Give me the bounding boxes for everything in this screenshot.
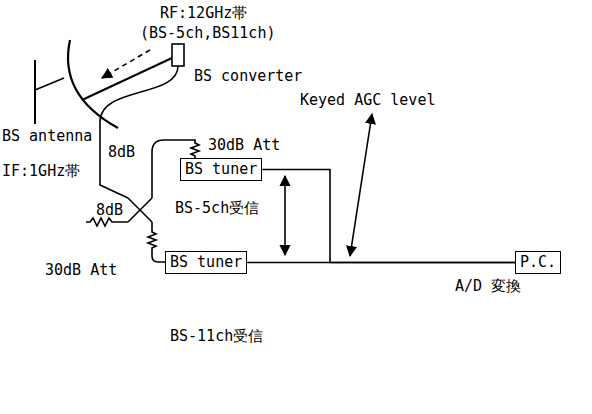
level-arrow: [284, 176, 286, 255]
signal-wire: [262, 170, 515, 263]
box-text: BS tuner: [170, 254, 242, 271]
converter-label: A/D 変換: [455, 278, 521, 295]
box-text: BS tuner: [185, 161, 257, 178]
antenna-dish: [68, 40, 118, 128]
antenna-pole: [34, 60, 36, 124]
coupling-label: 8dB: [96, 202, 123, 219]
channel-label: (BS-5ch,BS11ch): [140, 25, 275, 42]
tuner-box: BS tuner: [165, 251, 247, 274]
signal-wire: [247, 262, 515, 264]
channel-label: BS-5ch受信: [175, 200, 259, 217]
agc-label: Keyed AGC level: [300, 92, 435, 109]
tuner-box: BS tuner: [180, 158, 262, 181]
attenuator-label: 30dB Att: [45, 262, 117, 279]
antenna-label: BS antenna: [2, 128, 92, 145]
attenuator-branch: [148, 222, 165, 262]
rf-band-label: RF:12GHz帯: [160, 5, 247, 22]
if-cable: [100, 66, 178, 198]
box-text: P.C.: [520, 254, 556, 271]
rf-arrow: [102, 50, 150, 78]
converter-box: [172, 44, 184, 66]
if-band-label: IF:1GHz帯: [2, 163, 80, 180]
coupling-label: 8dB: [108, 144, 135, 161]
attenuator-label: 30dB Att: [208, 137, 280, 154]
splitter: [128, 198, 152, 222]
terminator-resistor: [86, 218, 128, 226]
antenna-strut: [35, 78, 64, 90]
converter-label: BS converter: [194, 68, 302, 85]
splitter: [128, 198, 152, 222]
channel-label: BS-11ch受信: [170, 328, 263, 345]
pc-box: P.C.: [515, 251, 561, 274]
leader-line: [350, 114, 372, 256]
